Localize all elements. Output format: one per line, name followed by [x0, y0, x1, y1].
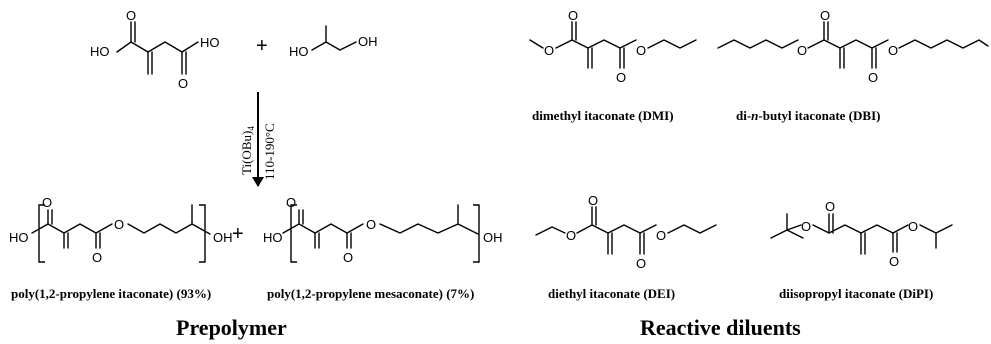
carbonyl-oxygen: O: [868, 70, 878, 85]
catalyst-label: Ti(OBu)4: [239, 126, 256, 175]
hydroxyl-label: HO: [90, 44, 110, 59]
ester-oxygen: O: [888, 43, 898, 58]
itaconate-polymer-caption: poly(1,2-propylene itaconate) (93%): [11, 286, 211, 301]
carbonyl-oxygen: O: [42, 195, 52, 210]
diethyl-itaconate-structure: O O O O: [535, 193, 717, 271]
carbonyl-oxygen: O: [568, 8, 578, 23]
carbonyl-oxygen: O: [588, 193, 598, 208]
poly-propylene-mesaconate-structure: HO O O O OH: [263, 195, 503, 265]
ester-oxygen: O: [636, 43, 646, 58]
hydroxyl-label: OH: [358, 34, 378, 49]
ester-oxygen: O: [797, 43, 807, 58]
diisopropyl-itaconate-structure: O O O O: [770, 199, 953, 269]
dibutyl-itaconate-structure: O O O O: [717, 8, 989, 85]
carbonyl-oxygen: O: [343, 250, 353, 265]
dmi-caption: dimethyl itaconate (DMI): [532, 108, 674, 123]
carbonyl-oxygen: O: [286, 195, 296, 210]
hydroxyl-label: HO: [200, 35, 220, 50]
hydroxyl-label: HO: [289, 44, 309, 59]
mesaconate-polymer-caption: poly(1,2-propylene mesaconate) (7%): [267, 286, 474, 301]
hydroxyl-label: OH: [213, 230, 233, 245]
temperature-label: 110-190°C: [262, 123, 277, 180]
carbonyl-oxygen: O: [616, 70, 626, 85]
reactive-diluents-heading: Reactive diluents: [640, 315, 801, 340]
ester-oxygen: O: [544, 43, 554, 58]
ester-oxygen: O: [908, 219, 918, 234]
ester-oxygen: O: [656, 228, 666, 243]
dei-caption: diethyl itaconate (DEI): [548, 286, 675, 301]
plus-sign: +: [232, 223, 244, 245]
dipi-caption: diisopropyl itaconate (DiPI): [779, 286, 933, 301]
prepolymer-heading: Prepolymer: [176, 315, 287, 340]
propylene-glycol: HO OH: [289, 25, 378, 59]
dimethyl-itaconate-structure: O O O O: [529, 8, 697, 85]
ester-oxygen: O: [366, 217, 376, 232]
plus-sign: +: [256, 35, 268, 57]
poly-propylene-itaconate-structure: HO O O O OH: [9, 195, 233, 265]
hydroxyl-label: OH: [483, 230, 503, 245]
carbonyl-oxygen: O: [820, 8, 830, 23]
hydroxyl-label: HO: [263, 230, 283, 245]
ester-oxygen: O: [114, 217, 124, 232]
reaction-arrow: Ti(OBu)4 110-190°C: [239, 92, 277, 187]
carbonyl-oxygen: O: [889, 254, 899, 269]
carbonyl-oxygen: O: [92, 250, 102, 265]
itaconic-acid: HO O HO O: [90, 8, 220, 91]
carbonyl-oxygen: O: [636, 256, 646, 271]
carbonyl-oxygen: O: [178, 76, 188, 91]
ester-oxygen: O: [566, 228, 576, 243]
dbi-caption: di-n-butyl itaconate (DBI): [736, 108, 880, 123]
carbonyl-oxygen: O: [825, 199, 835, 214]
hydroxyl-label: HO: [9, 230, 29, 245]
ester-oxygen: O: [801, 219, 811, 234]
carbonyl-oxygen: O: [126, 8, 136, 23]
